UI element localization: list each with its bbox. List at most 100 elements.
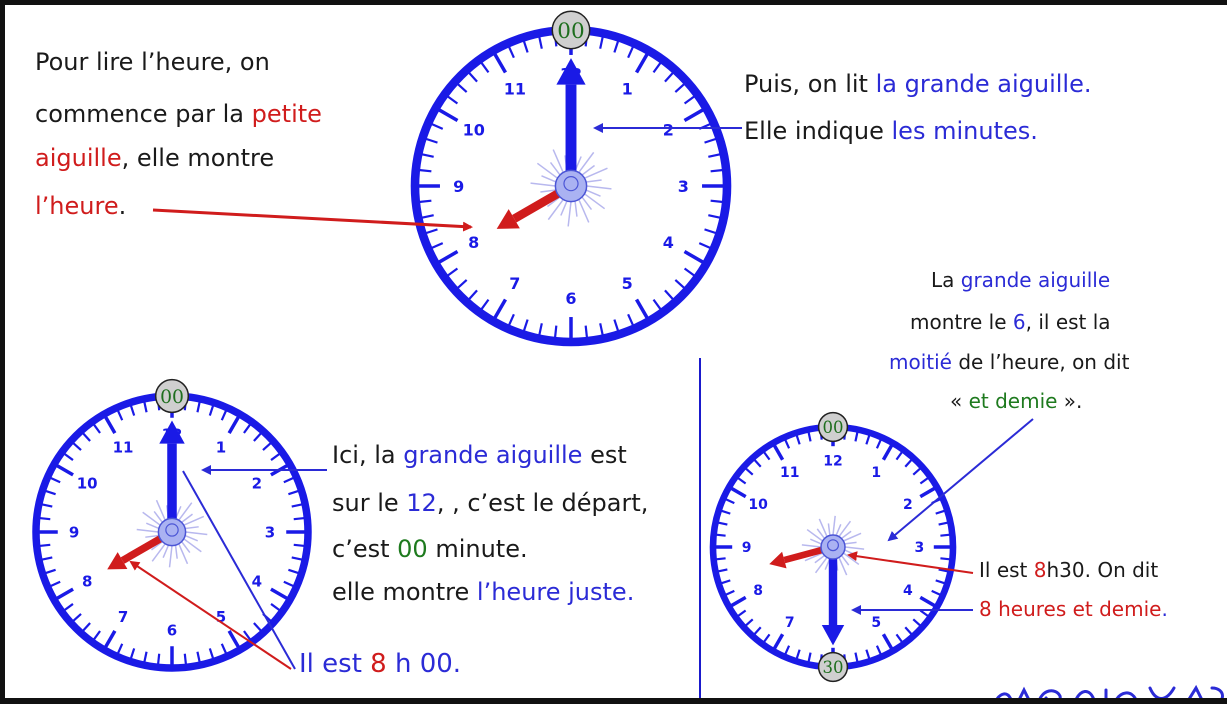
center-cap (820, 534, 846, 560)
minute-hand-tip (556, 58, 586, 85)
center-ornament-ray (174, 545, 178, 559)
clock-bottom-right: 1212345678910110030 (709, 411, 957, 683)
middle-text-line-1: Ici, la grande aiguille est (332, 441, 627, 469)
center-ornament-ray (578, 151, 595, 173)
center-ornament-ray (145, 534, 159, 538)
minute-tick (72, 442, 82, 451)
clock-number: 3 (678, 177, 689, 196)
minute-tick (854, 431, 859, 442)
clock-number: 11 (113, 439, 134, 457)
center-ornament-ray (540, 189, 557, 193)
center-ornament-ray (552, 149, 564, 173)
center-ornament-ray (835, 524, 842, 536)
center-ornament-ray (183, 515, 205, 526)
hour-tick (683, 108, 705, 122)
clock-number: 4 (252, 572, 262, 590)
minute-tick (41, 503, 53, 508)
center-cap (554, 169, 588, 203)
center-ornament-ray (574, 200, 578, 217)
clock-number: 8 (82, 572, 92, 590)
center-ornament-ray (549, 162, 561, 176)
center-ornament-ray (567, 201, 572, 227)
minute-tick (116, 643, 124, 655)
minute-tick (262, 442, 272, 451)
minute-tick (220, 643, 228, 655)
hour-tick (227, 630, 241, 649)
center-ornament-ray (801, 544, 822, 548)
minute-tick (425, 228, 438, 235)
minute-tick (737, 609, 747, 618)
minute-tick (720, 509, 731, 515)
minute-tick (156, 653, 161, 665)
minute-tick (446, 267, 459, 277)
minute-tick (795, 434, 801, 445)
center-ornament-ray (530, 182, 556, 187)
hour-hand-tip (769, 551, 787, 569)
minute-tick (208, 648, 215, 660)
clock-top: 12123456789101100 (410, 10, 732, 347)
minute-tick (293, 543, 305, 548)
minute-badge-top (551, 10, 591, 50)
middle-text-line-3: c’est 00 minute. (332, 535, 528, 563)
minute-tick (875, 439, 882, 449)
hour-tick (730, 595, 747, 608)
center-ornament-ray (162, 544, 170, 559)
clock-number: 2 (903, 497, 913, 513)
minute-tick (784, 439, 791, 449)
clock-number: 8 (753, 583, 763, 599)
minute-tick (41, 556, 53, 561)
minute-tick (270, 603, 281, 612)
minute-tick (875, 645, 882, 655)
hour-tick (635, 52, 649, 74)
center-ornament-ray (153, 511, 163, 523)
caption-8h30-line-2: 8 heures et demie. (979, 597, 1168, 621)
minute-tick (674, 279, 686, 290)
clock-number: 5 (622, 274, 633, 293)
minute-tick (467, 289, 478, 301)
minute-tick (291, 556, 303, 561)
minute-tick (938, 568, 949, 573)
minute-tick (116, 409, 124, 421)
minute-badge-top-text: 00 (160, 387, 184, 408)
center-ornament-ray (843, 532, 862, 542)
clock-number: 10 (463, 121, 485, 140)
minute-tick (196, 401, 201, 413)
minute-tick (762, 633, 771, 643)
minute-tick (683, 267, 696, 277)
center-ornament-ray (818, 518, 828, 537)
minute-tick (854, 652, 859, 663)
minute-badge-top-text: 00 (557, 19, 584, 44)
minute-tick (196, 651, 201, 663)
hour-tick (103, 630, 117, 649)
center-ornament-ray (536, 162, 558, 179)
minute-tick (627, 313, 635, 327)
minute-tick (220, 409, 228, 421)
minute-tick (683, 95, 696, 105)
minute-tick (92, 630, 101, 641)
minute-tick (807, 652, 812, 663)
clock-number: 6 (167, 621, 177, 639)
hour-tick (881, 444, 894, 461)
minute-tick (283, 580, 295, 588)
minute-tick (44, 489, 56, 496)
center-ornament-ray (814, 554, 825, 564)
center-ornament-ray (838, 520, 852, 538)
minute-tick (418, 168, 432, 173)
hour-hand-tip (107, 552, 128, 570)
minute-tick (753, 458, 762, 468)
minute-tick (456, 82, 468, 93)
center-ornament-ray (578, 199, 590, 223)
middle-text-line-2: sur le 12, , c’est le départ, (332, 489, 649, 517)
clock-number: 10 (77, 474, 98, 492)
center-face-icon (563, 176, 579, 192)
minute-tick (674, 82, 686, 93)
minute-tick (39, 516, 51, 521)
center-ornament-ray (810, 538, 822, 545)
minute-tick (664, 71, 675, 83)
minute-tick (744, 467, 754, 476)
hour-tick (437, 250, 459, 264)
minute-tick (720, 579, 731, 585)
intro-right-line-1: Puis, on lit la grande aiguille. (744, 70, 1092, 98)
minute-tick (143, 401, 148, 413)
hour-tick (919, 595, 936, 608)
